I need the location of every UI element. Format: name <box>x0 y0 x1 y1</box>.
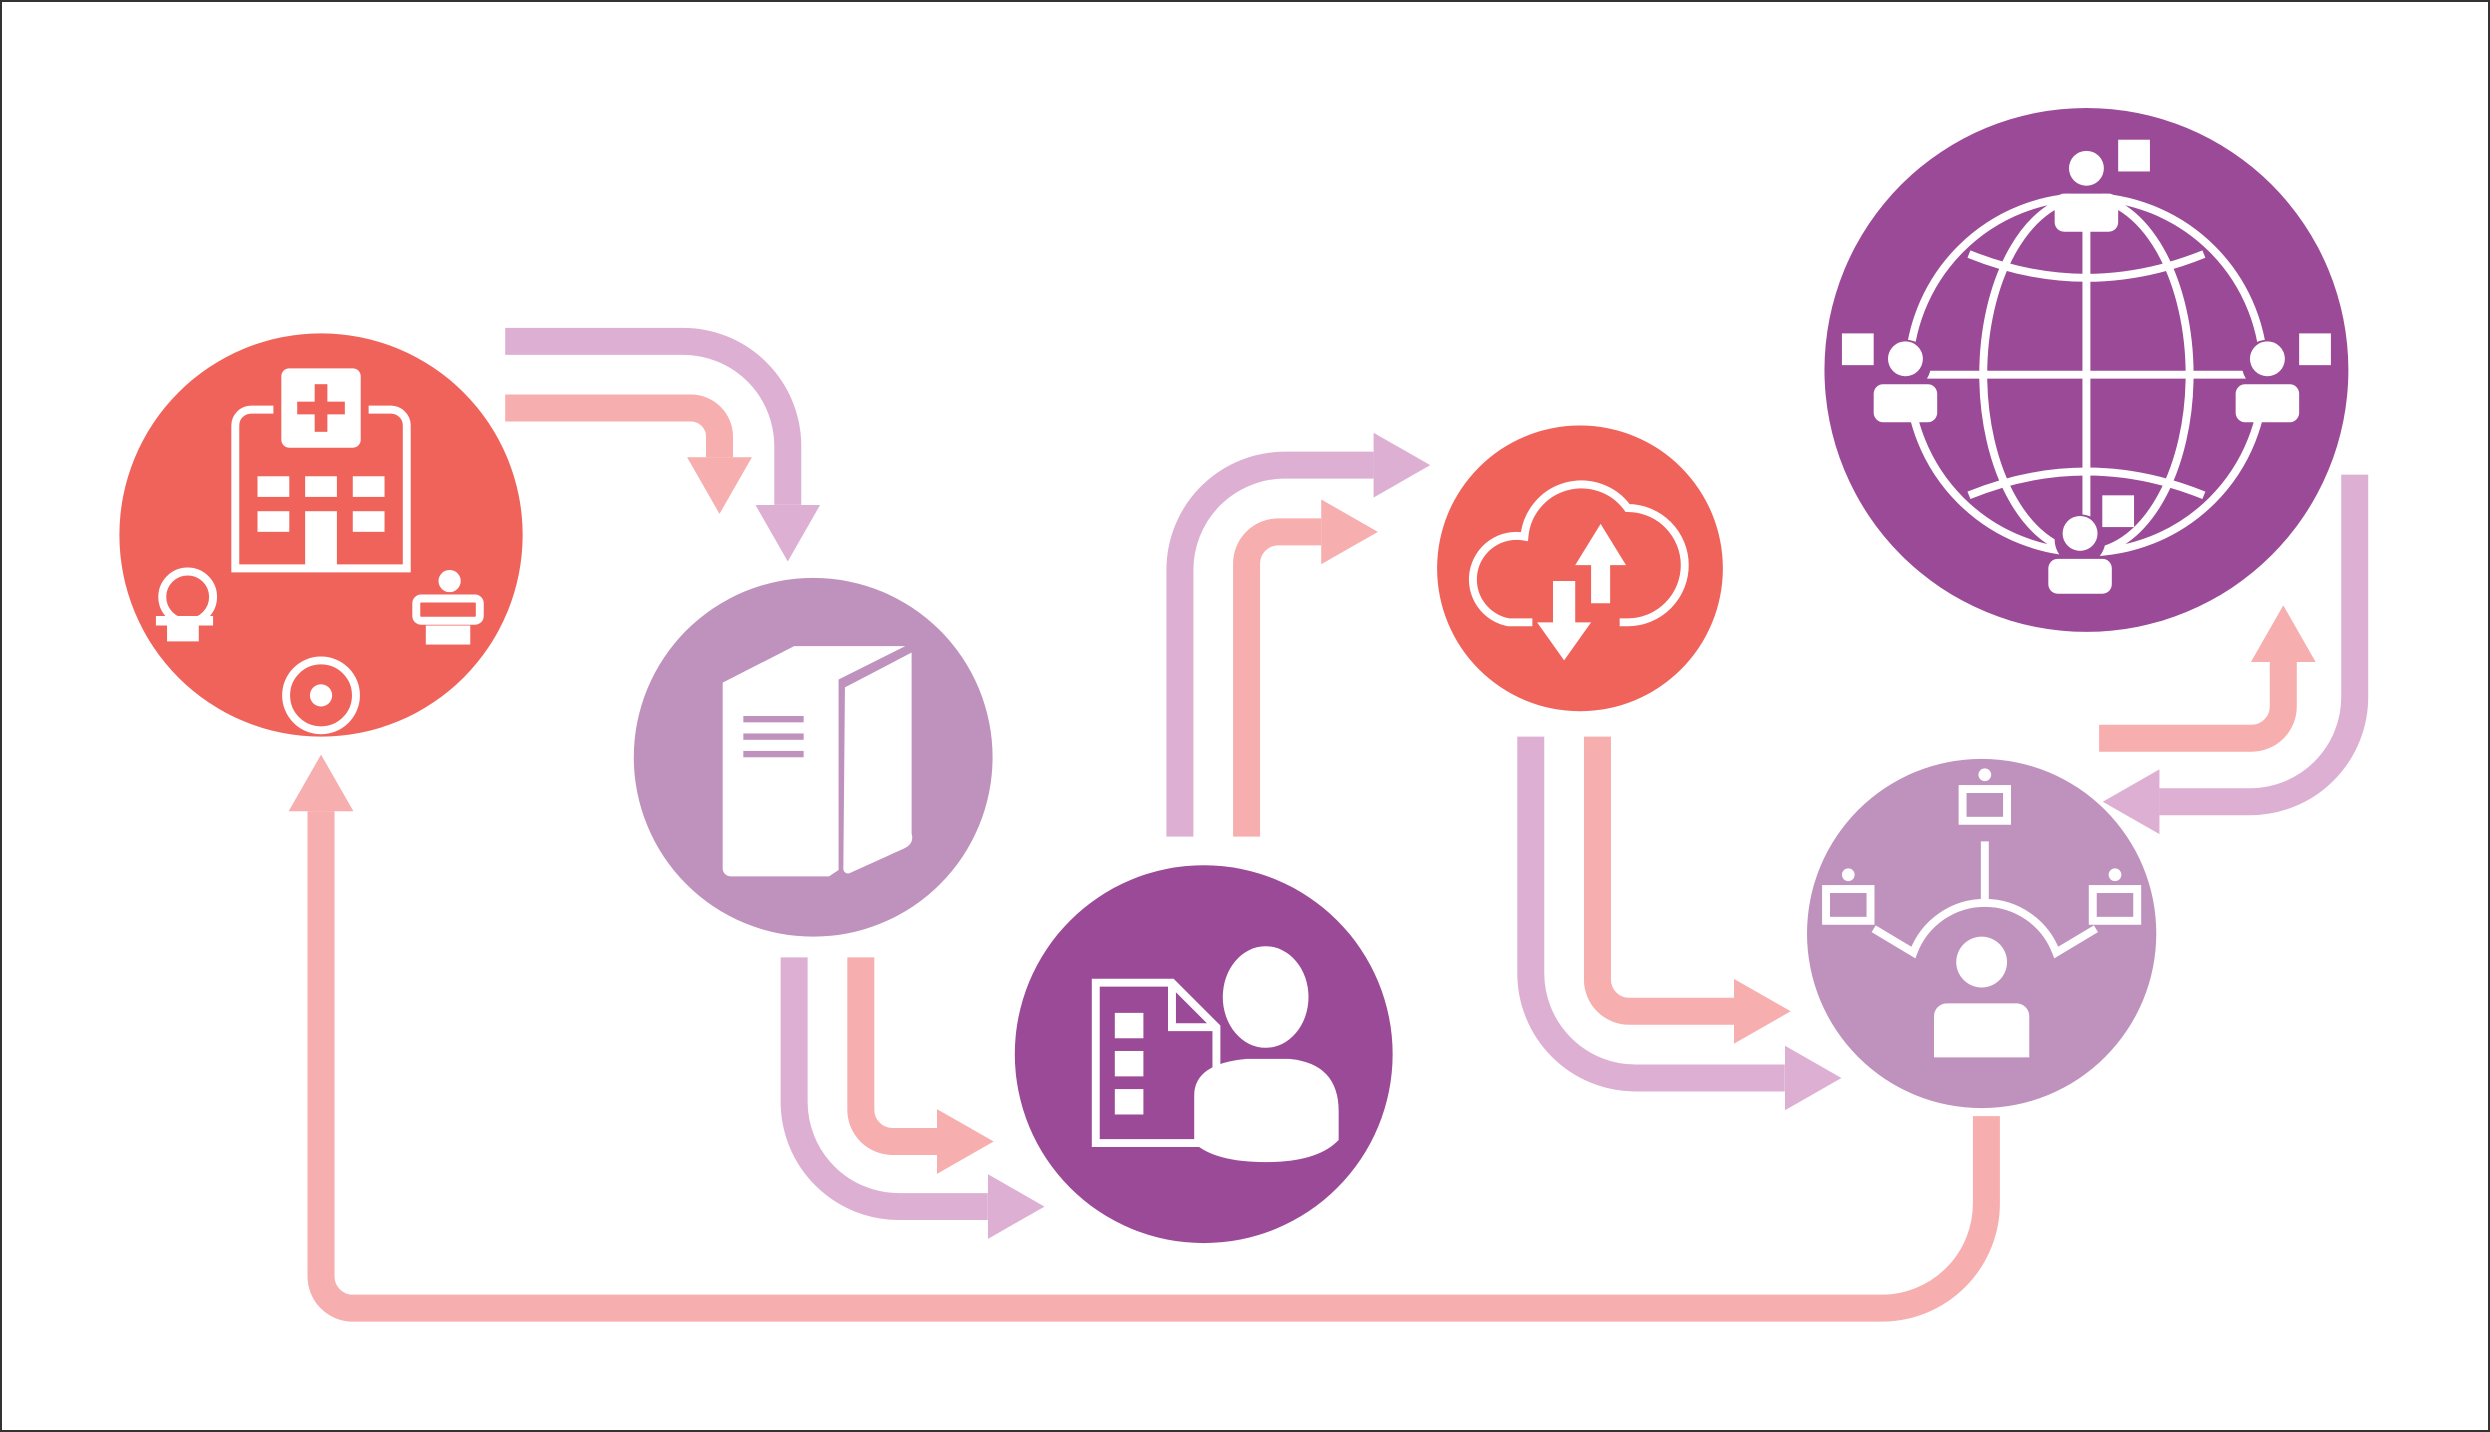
doctor-icon <box>1841 333 1938 423</box>
flow-arrows <box>288 327 2369 1322</box>
xray-machine-icon <box>155 567 218 642</box>
arrow-server-to-review-pink <box>847 957 994 1174</box>
globe-icon <box>1904 192 2269 557</box>
arrow-review-to-cloud-lavender <box>1166 432 1431 837</box>
patient-scan-icon <box>412 569 484 645</box>
arrow-cloud-to-radiologists-pink <box>1583 736 1791 1044</box>
arrow-cloud-to-radiologists-lavender <box>1517 736 1842 1111</box>
radiologist-network-node <box>1807 758 2157 1109</box>
doctor-icon <box>2235 333 2331 423</box>
arrow-radiologists-to-globe-pink <box>2099 605 2316 752</box>
global-network-node <box>1824 107 2349 632</box>
arrow-globe-to-radiologists-lavender <box>2102 474 2369 835</box>
mri-scanner-icon <box>282 656 360 735</box>
arrow-server-to-review-lavender <box>780 957 1045 1239</box>
cloud-upload-download-icon <box>1468 480 1689 661</box>
xray-viewer-icon <box>1958 768 2012 825</box>
doctor-icon <box>2054 139 2150 232</box>
arrow-review-to-cloud-pink <box>1233 499 1378 837</box>
report-review-node <box>1014 865 1393 1244</box>
arrow-radiologists-to-hospital-pink <box>288 754 2000 1322</box>
xray-viewer-icon <box>2088 868 2142 925</box>
cloud-node <box>1437 425 1723 712</box>
arrow-hospital-to-server-pink <box>505 394 752 514</box>
doctor-icons <box>1841 139 2331 594</box>
arrow-hospital-to-server-lavender <box>505 327 821 562</box>
server-icon <box>722 646 913 877</box>
xray-viewer-icon <box>1822 868 1875 925</box>
server-node <box>633 577 993 937</box>
hospital-node <box>119 333 523 737</box>
hospital-icon <box>231 368 411 573</box>
doctor-icon <box>2048 495 2135 594</box>
checklist-person-icon <box>1091 946 1339 1163</box>
radiologist-network-icon <box>1822 768 2142 1058</box>
